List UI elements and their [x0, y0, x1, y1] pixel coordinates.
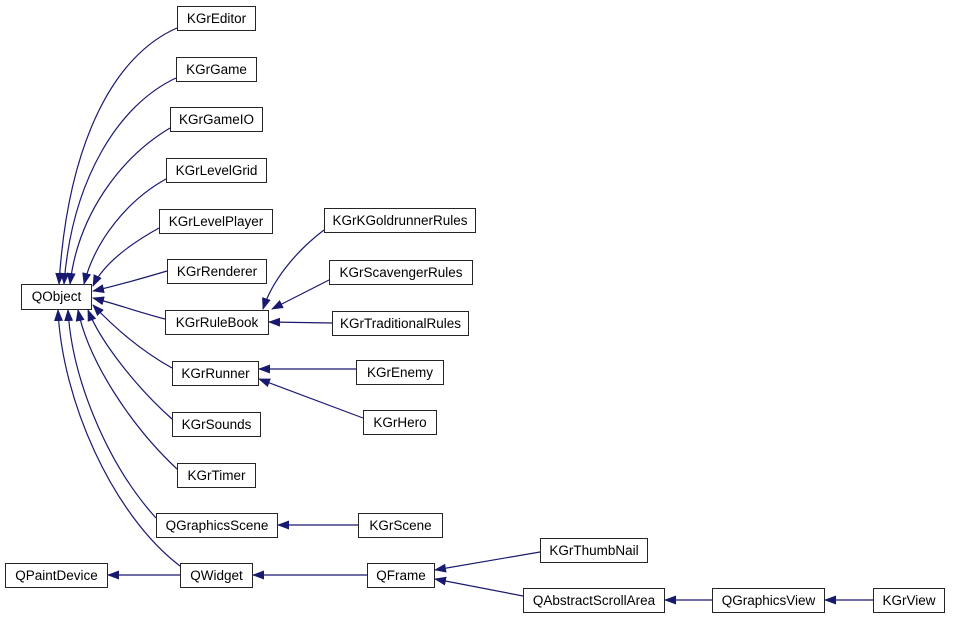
class-node-kgrlevelplayer[interactable]: KGrLevelPlayer: [159, 209, 273, 234]
edge-kgrlevelplayer-to-qobject: [92, 227, 160, 287]
class-node-kgrenemy[interactable]: KGrEnemy: [356, 360, 444, 385]
class-node-kgrgameio[interactable]: KGrGameIO: [170, 107, 263, 132]
class-node-kgrscene[interactable]: KGrScene: [358, 513, 443, 538]
edge-kgrthumbnail-to-qframe: [434, 551, 541, 573]
class-node-kgrrulebook[interactable]: KGrRuleBook: [165, 310, 269, 335]
edge-kgrgame-to-qobject: [60, 77, 177, 285]
class-node-kgrlevelgrid[interactable]: KGrLevelGrid: [166, 158, 267, 183]
edge-kgrtraditionalrules-to-kgrrulebook: [268, 317, 333, 327]
edge-kgrlevelgrid-to-qobject: [82, 178, 167, 285]
edge-qgraphicsscene-to-qobject: [64, 309, 157, 519]
class-node-qframe[interactable]: QFrame: [367, 563, 435, 588]
edge-kgrscavengerrules-to-kgrrulebook: [271, 279, 330, 310]
class-node-kgrtraditionalrules[interactable]: KGrTraditionalRules: [332, 311, 469, 336]
edge-kgrsounds-to-qobject: [87, 309, 173, 420]
edge-kgrgameio-to-qobject: [66, 127, 171, 285]
class-node-kgrrunner[interactable]: KGrRunner: [172, 361, 259, 386]
class-node-kgrsounds[interactable]: KGrSounds: [172, 412, 261, 437]
class-node-kgrtimer[interactable]: KGrTimer: [177, 463, 256, 488]
class-node-qabstractscrollarea[interactable]: QAbstractScrollArea: [523, 588, 665, 613]
class-node-qgraphicsview[interactable]: QGraphicsView: [712, 588, 825, 613]
edge-kgreditor-to-qobject: [55, 27, 178, 285]
class-node-kgrscavengerrules[interactable]: KGrScavengerRules: [329, 260, 473, 285]
class-node-kgrthumbnail[interactable]: KGrThumbNail: [540, 538, 648, 563]
edge-kgrrunner-to-qobject: [92, 304, 173, 369]
edge-qabstractscrollarea-to-qframe: [434, 576, 524, 597]
class-node-kgreditor[interactable]: KGrEditor: [177, 6, 256, 31]
class-node-qwidget[interactable]: QWidget: [180, 563, 253, 588]
class-node-qobject[interactable]: QObject: [21, 284, 92, 310]
class-node-kgrview[interactable]: KGrView: [873, 588, 945, 613]
class-node-qpaintdevice[interactable]: QPaintDevice: [5, 563, 108, 588]
class-node-qgraphicsscene[interactable]: QGraphicsScene: [156, 513, 278, 538]
edge-kgrtimer-to-qobject: [75, 309, 178, 470]
edge-kgrhero-to-kgrrunner: [258, 378, 364, 419]
class-node-kgrhero[interactable]: KGrHero: [363, 410, 437, 435]
class-node-kgrgame[interactable]: KGrGame: [176, 57, 257, 82]
edge-kgrrulebook-to-qobject: [92, 296, 166, 320]
class-node-kgrrenderer[interactable]: KGrRenderer: [167, 259, 267, 284]
edge-kgrrenderer-to-qobject: [92, 270, 168, 294]
class-node-kgrkgoldrunnerrules[interactable]: KGrKGoldrunnerRules: [324, 208, 476, 233]
edge-kgrkgoldrunnerrules-to-kgrrulebook: [262, 229, 325, 310]
